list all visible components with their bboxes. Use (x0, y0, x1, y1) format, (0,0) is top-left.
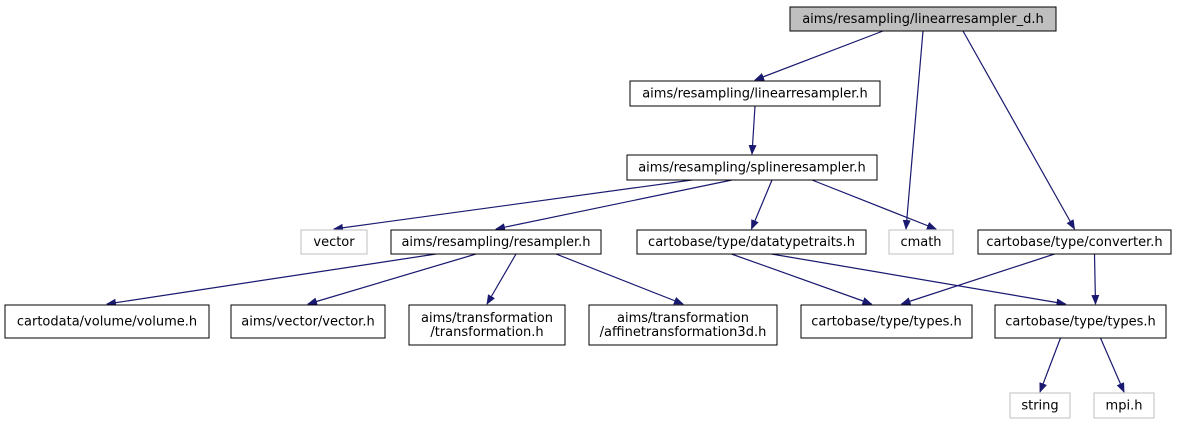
node-resampler[interactable]: aims/resampling/resampler.h (390, 229, 602, 255)
node-spline[interactable]: aims/resampling/splineresampler.h (626, 154, 878, 181)
node-box (588, 304, 778, 346)
node-label: aims/transformation (617, 311, 749, 326)
edge-types2-to-mpi (1099, 337, 1125, 393)
edge-spline-to-cmath (811, 179, 937, 230)
edge-resampler-to-aimsvector (307, 253, 477, 306)
node-label: /affinetransformation3d.h (600, 325, 767, 340)
node-label: aims/vector/vector.h (241, 315, 374, 330)
node-box (4, 304, 210, 339)
edge-resampler-to-volume (106, 253, 437, 307)
edge-types2-to-string (1039, 337, 1062, 393)
nodes-layer: aims/resampling/linearresampler_d.h aims/… (4, 6, 1172, 419)
node-box (888, 229, 954, 255)
node-label: aims/transformation (421, 311, 553, 326)
node-label: cartodata/volume/volume.h (17, 315, 197, 330)
edge-root-to-cmath (902, 30, 924, 230)
node-label: mpi.h (1106, 399, 1143, 414)
edge-resampler-to-transformation (486, 253, 517, 305)
node-box (390, 229, 602, 255)
node-box (1009, 392, 1071, 419)
edge-root-to-linear (754, 30, 884, 81)
edge-converter-to-types1 (900, 253, 1055, 306)
node-box (636, 229, 867, 255)
node-datatypetraits[interactable]: cartobase/type/datatypetraits.h (636, 229, 867, 255)
node-vector: vector (300, 229, 368, 255)
node-box (789, 6, 1057, 32)
edge-resampler-to-affine (555, 253, 684, 305)
node-label: aims/resampling/splineresampler.h (638, 161, 866, 176)
node-label: cartobase/type/types.h (811, 315, 961, 330)
node-types1[interactable]: cartobase/type/types.h (800, 304, 973, 339)
node-box (800, 304, 973, 339)
edge-datatypetraits-to-types2 (771, 253, 1067, 307)
edge-spline-to-datatypetraits (750, 179, 773, 230)
node-box (1093, 392, 1155, 419)
node-box (230, 304, 386, 339)
node-box (629, 80, 881, 107)
node-transformation[interactable]: aims/transformation/transformation.h (408, 304, 566, 346)
edge-linear-to-spline (748, 105, 757, 155)
node-linear[interactable]: aims/resampling/linearresampler.h (629, 80, 881, 107)
node-box (300, 229, 368, 255)
node-label: cartobase/type/types.h (1005, 315, 1155, 330)
node-label: aims/resampling/linearresampler_d.h (802, 12, 1044, 27)
node-label: cmath (900, 235, 941, 250)
edge-datatypetraits-to-types1 (731, 253, 873, 305)
node-label: string (1021, 399, 1058, 414)
node-converter[interactable]: cartobase/type/converter.h (977, 229, 1172, 255)
node-cmath: cmath (888, 229, 954, 255)
edge-spline-to-resampler (495, 179, 733, 232)
node-label: vector (313, 235, 355, 250)
node-affine[interactable]: aims/transformation/affinetransformation… (588, 304, 778, 346)
node-label: aims/resampling/resampler.h (401, 235, 590, 250)
edges-layer (106, 30, 1125, 393)
node-label: /transformation.h (430, 325, 543, 340)
node-root[interactable]: aims/resampling/linearresampler_d.h (789, 6, 1057, 32)
node-aimsvector[interactable]: aims/vector/vector.h (230, 304, 386, 339)
node-string: string (1009, 392, 1071, 419)
node-label: aims/resampling/linearresampler.h (642, 87, 868, 102)
edge-converter-to-types2 (1091, 253, 1100, 305)
node-mpi: mpi.h (1093, 392, 1155, 419)
node-types2[interactable]: cartobase/type/types.h (994, 304, 1167, 339)
node-volume[interactable]: cartodata/volume/volume.h (4, 304, 210, 339)
edge-spline-to-vector (333, 179, 693, 232)
node-box (994, 304, 1167, 339)
node-box (977, 229, 1172, 255)
node-label: cartobase/type/converter.h (986, 235, 1162, 250)
node-box (408, 304, 566, 346)
node-label: cartobase/type/datatypetraits.h (648, 235, 855, 250)
node-box (626, 154, 878, 181)
edge-root-to-converter (962, 30, 1076, 230)
